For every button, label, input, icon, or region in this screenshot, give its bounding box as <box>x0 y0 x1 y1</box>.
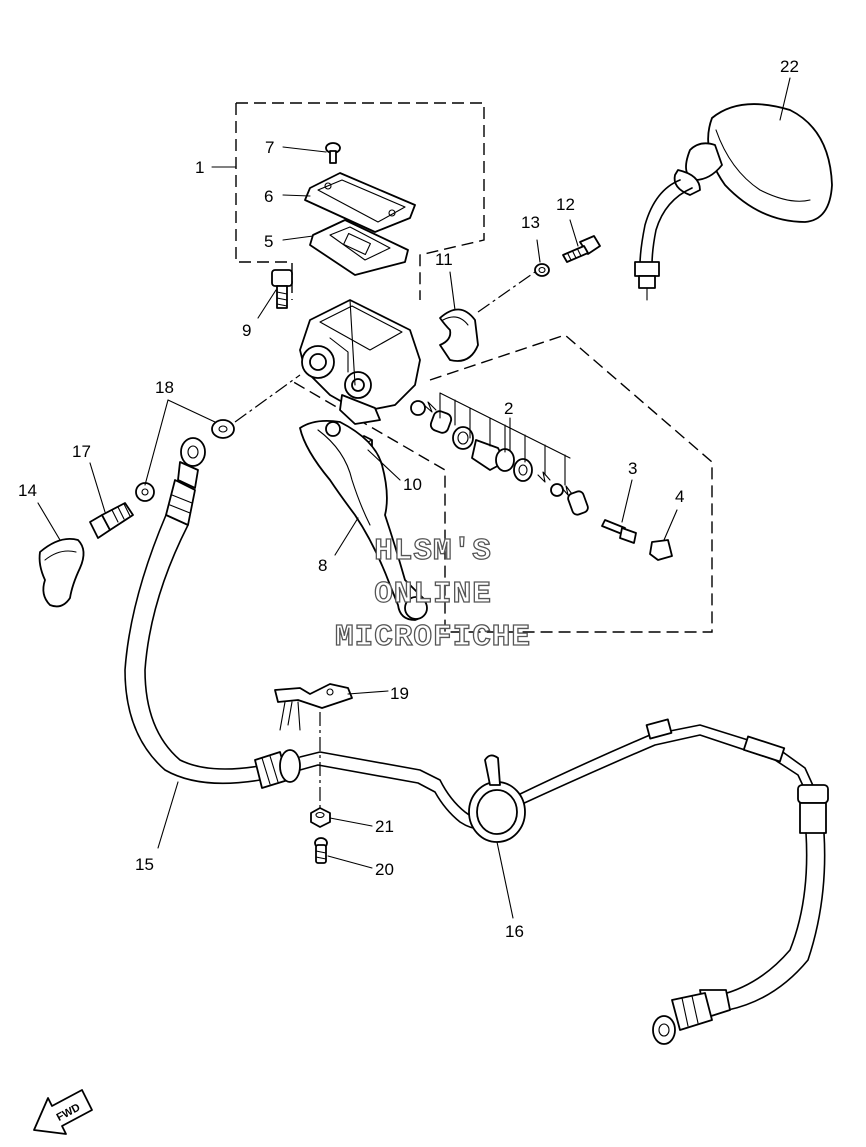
watermark-line-1: HLSM'S <box>374 534 492 569</box>
label-part-15: 15 <box>135 855 154 874</box>
diaphragm <box>309 219 409 276</box>
bleed-cap <box>649 539 673 561</box>
label-part-7: 7 <box>265 138 274 157</box>
axis-line-11 <box>477 271 536 313</box>
master-cylinder-body <box>299 299 421 425</box>
label-part-3: 3 <box>628 459 637 478</box>
label-part-18: 18 <box>155 378 174 397</box>
label-part-13: 13 <box>521 213 540 232</box>
washers-18 <box>135 419 235 502</box>
clamp <box>439 308 479 362</box>
brake-hose-upper <box>124 437 301 789</box>
piston-kit <box>410 400 589 516</box>
label-part-20: 20 <box>375 860 394 879</box>
lever <box>299 419 428 621</box>
axis-line-18 <box>234 374 301 423</box>
label-part-2: 2 <box>504 399 513 418</box>
label-part-19: 19 <box>390 684 409 703</box>
label-part-4: 4 <box>675 487 684 506</box>
label-part-11: 11 <box>435 250 453 269</box>
pipe-sleeves <box>645 718 786 763</box>
assembly-outline-2 <box>289 334 713 633</box>
label-part-6: 6 <box>264 187 273 206</box>
watermark-line-2: ONLINE <box>374 577 492 612</box>
label-part-5: 5 <box>264 232 273 251</box>
label-part-9: 9 <box>242 321 251 340</box>
bolt-20 <box>314 837 328 864</box>
leader-lines <box>37 77 791 919</box>
label-part-1: 1 <box>195 158 204 177</box>
union-bolt <box>89 502 134 539</box>
reservoir-cover <box>304 172 416 233</box>
brake-pipe <box>299 724 816 830</box>
label-part-16: 16 <box>505 922 524 941</box>
label-part-14: 14 <box>18 481 37 500</box>
washer-13 <box>534 263 550 277</box>
bleed-valve <box>601 519 637 544</box>
hose-clamp <box>468 754 526 843</box>
label-part-10: 10 <box>403 475 422 494</box>
bolt-12 <box>562 235 601 263</box>
boot <box>38 537 85 608</box>
label-part-8: 8 <box>318 556 327 575</box>
watermark-line-3: MICROFICHE <box>335 620 531 655</box>
nut-21 <box>310 807 331 828</box>
label-part-12: 12 <box>556 195 575 214</box>
screw-7 <box>325 142 341 164</box>
label-part-17: 17 <box>72 442 91 461</box>
fwd-arrow-icon: FWD <box>33 1089 93 1135</box>
hose-bracket <box>274 683 353 731</box>
mirror <box>634 103 833 301</box>
piston-kit-leader <box>439 392 571 486</box>
bolt-9 <box>271 269 293 309</box>
brake-hose-lower <box>652 784 829 1045</box>
label-part-21: 21 <box>375 817 394 836</box>
label-part-22: 22 <box>780 57 799 76</box>
